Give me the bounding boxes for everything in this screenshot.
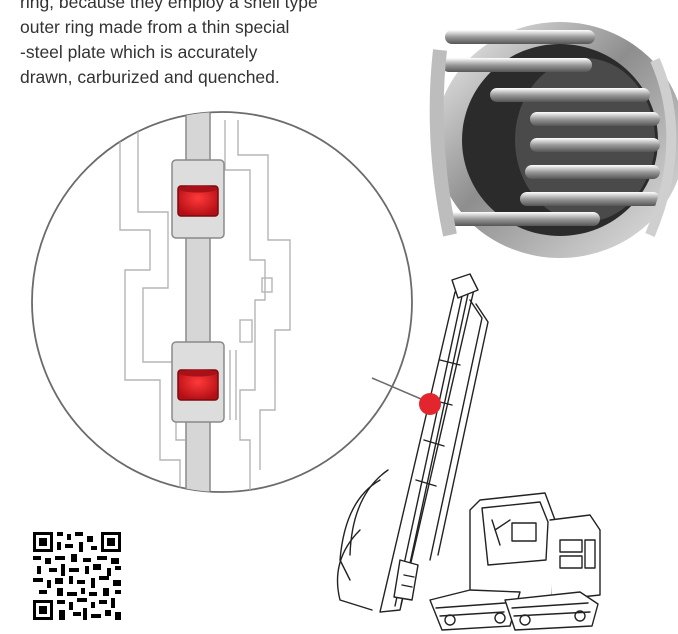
description-line-4: drawn, carburized and quenched. — [20, 67, 280, 87]
drilling-rig-icon — [336, 273, 601, 631]
bearing-detail-view — [31, 111, 413, 493]
highlighted-bearing-lower — [177, 369, 219, 401]
description-line-2: outer ring made from a thin special — [20, 17, 290, 37]
description-line-3: -steel plate which is accurately — [20, 42, 258, 62]
highlighted-bearing-upper — [177, 185, 219, 217]
needle-roller-bearing-icon — [429, 22, 678, 258]
leader-line — [371, 377, 429, 403]
bearing-location-marker — [419, 393, 441, 415]
description-text: ring, because they employ a shell type o… — [20, 0, 380, 90]
qr-code-icon — [33, 532, 121, 620]
description-line-1: ring, because they employ a shell type — [20, 0, 318, 12]
